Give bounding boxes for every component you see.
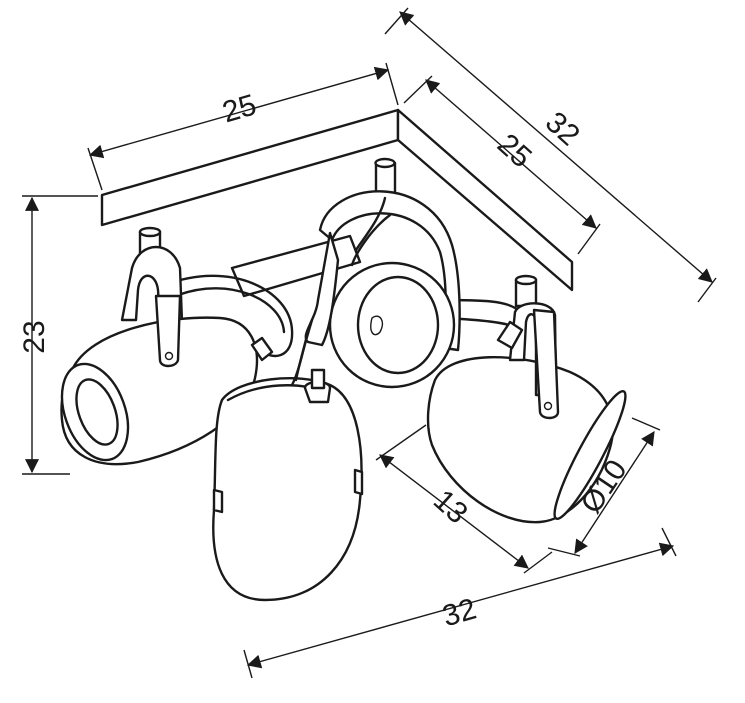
spotlight-back	[294, 190, 461, 389]
label-top-depth: 25	[491, 128, 538, 175]
label-top-width: 25	[219, 88, 260, 129]
label-height: 23	[18, 320, 51, 353]
central-hub	[230, 234, 362, 298]
dimension-height: 23	[18, 195, 98, 475]
label-bottom-span: 32	[439, 592, 480, 633]
spotlight-left	[60, 245, 274, 466]
label-top-diagonal: 32	[539, 106, 586, 153]
